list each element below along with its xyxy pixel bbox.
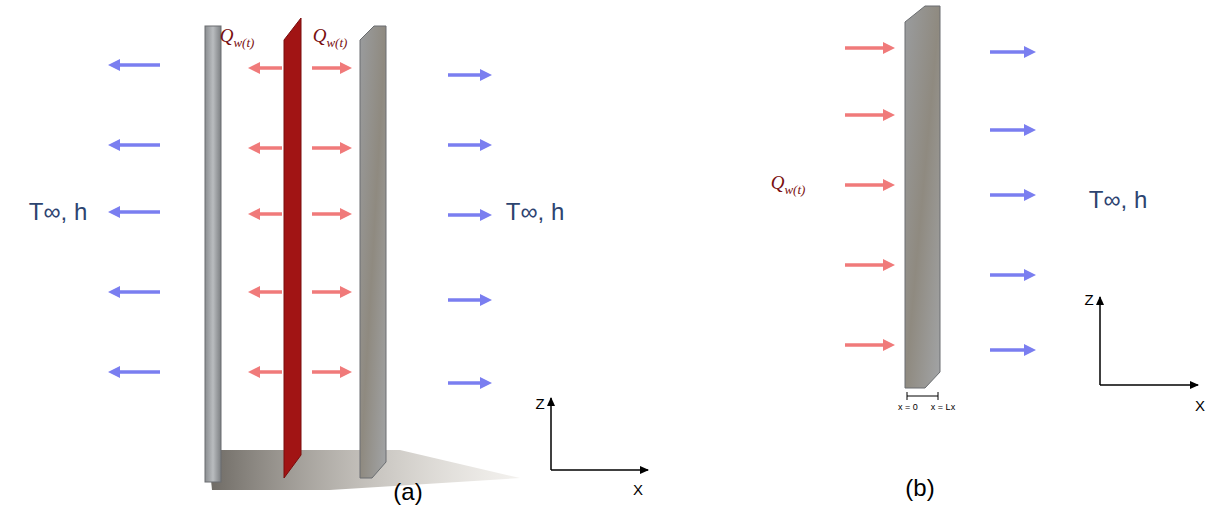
axis-label: X bbox=[633, 482, 643, 499]
heat-loss-arrow bbox=[116, 63, 160, 67]
position-label: x = Lx bbox=[931, 403, 955, 413]
heat-flux-arrow bbox=[340, 366, 352, 378]
heat-flux-arrow bbox=[340, 286, 352, 298]
heat-flux-arrow bbox=[845, 343, 887, 347]
position-label: x = 0 bbox=[898, 403, 918, 413]
right-plate bbox=[360, 26, 386, 478]
panel-caption: (b) bbox=[905, 475, 934, 501]
heat-loss-arrow bbox=[990, 50, 1028, 54]
axis-label: X bbox=[1195, 398, 1205, 415]
heat-loss-arrow bbox=[1024, 269, 1036, 281]
heat-loss-arrow bbox=[480, 377, 492, 389]
ambient-label: T∞, h bbox=[29, 199, 87, 225]
heat-loss-arrow bbox=[108, 139, 120, 151]
heat-flux-arrow bbox=[248, 208, 260, 220]
heat-flux-arrow bbox=[340, 62, 352, 74]
heat-flux-arrow bbox=[845, 46, 887, 50]
z-axis bbox=[550, 398, 552, 470]
heat-loss-arrow bbox=[108, 286, 120, 298]
left-plate bbox=[205, 26, 221, 482]
heat-loss-arrow bbox=[990, 128, 1028, 132]
heat-flux-arrow bbox=[883, 109, 895, 121]
heat-loss-arrow bbox=[480, 294, 492, 306]
heat-loss-arrow bbox=[990, 348, 1028, 352]
x-axis bbox=[551, 469, 648, 471]
heat-flux-arrow bbox=[248, 142, 260, 154]
thickness-bracket bbox=[907, 392, 938, 400]
heat-loss-arrow bbox=[1024, 189, 1036, 201]
axis-label: Z bbox=[535, 396, 544, 413]
heat-loss-arrow bbox=[480, 139, 492, 151]
heat-loss-arrow bbox=[108, 59, 120, 71]
wall-plate bbox=[905, 6, 940, 388]
heater-sheet bbox=[284, 18, 301, 478]
heat-loss-arrow bbox=[116, 143, 160, 147]
x-axis bbox=[1100, 384, 1198, 386]
heat-loss-arrow bbox=[108, 206, 120, 218]
heat-loss-arrow bbox=[448, 143, 484, 147]
heat-loss-arrow bbox=[990, 273, 1028, 277]
heat-loss-arrow bbox=[480, 209, 492, 221]
heat-flux-arrow bbox=[312, 370, 344, 374]
heat-loss-arrow bbox=[448, 298, 484, 302]
heat-flux-arrow bbox=[845, 263, 887, 267]
heat-flux-label: Qw(t) bbox=[220, 26, 255, 50]
heat-flux-arrow bbox=[248, 366, 260, 378]
heat-loss-arrow bbox=[1024, 124, 1036, 136]
heat-flux-label: Qw(t) bbox=[313, 26, 348, 50]
heat-loss-arrow bbox=[990, 193, 1028, 197]
ambient-label: T∞, h bbox=[1089, 187, 1147, 213]
heat-flux-arrow bbox=[312, 212, 344, 216]
heat-flux-arrow bbox=[883, 259, 895, 271]
heat-flux-arrow bbox=[883, 42, 895, 54]
heat-loss-arrow bbox=[1024, 46, 1036, 58]
axis-label: Z bbox=[1084, 292, 1093, 309]
heat-flux-arrow bbox=[340, 142, 352, 154]
heat-flux-arrow bbox=[845, 183, 887, 187]
ambient-label: T∞, h bbox=[506, 199, 564, 225]
heat-loss-arrow bbox=[480, 69, 492, 81]
heat-flux-label: Qw(t) bbox=[771, 173, 806, 197]
heat-loss-arrow bbox=[116, 290, 160, 294]
heat-flux-arrow bbox=[312, 66, 344, 70]
heat-loss-arrow bbox=[116, 210, 160, 214]
heat-flux-arrow bbox=[340, 208, 352, 220]
heat-loss-arrow bbox=[448, 381, 484, 385]
heat-loss-arrow bbox=[108, 366, 120, 378]
heat-flux-arrow bbox=[845, 113, 887, 117]
heat-loss-arrow bbox=[116, 370, 160, 374]
heat-flux-arrow bbox=[312, 146, 344, 150]
heat-flux-arrow bbox=[248, 286, 260, 298]
panel-caption: (a) bbox=[393, 479, 422, 505]
z-axis bbox=[1099, 297, 1101, 385]
heat-loss-arrow bbox=[448, 213, 484, 217]
heat-flux-arrow bbox=[248, 62, 260, 74]
heat-flux-arrow bbox=[883, 339, 895, 351]
heat-loss-arrow bbox=[448, 73, 484, 77]
heat-loss-arrow bbox=[1024, 344, 1036, 356]
heat-flux-arrow bbox=[312, 290, 344, 294]
heat-flux-arrow bbox=[883, 179, 895, 191]
